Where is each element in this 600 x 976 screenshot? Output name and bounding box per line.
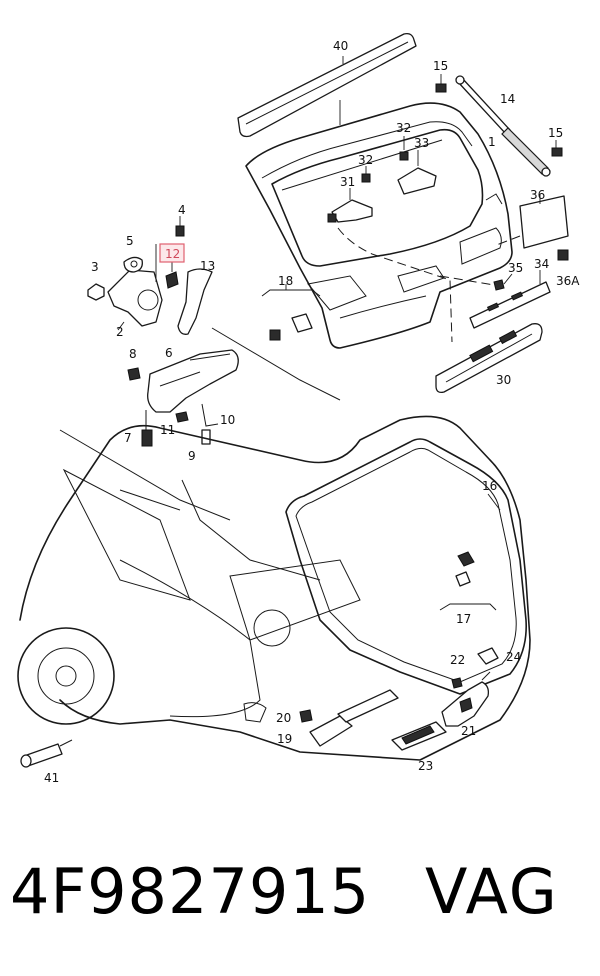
tool-41 [20,739,73,768]
callout-35: 35 [508,261,523,275]
plate-23 [391,721,447,751]
bolt-4 [175,216,185,237]
bracket-24 [477,647,499,665]
clip-22 [451,677,463,689]
clip-8 [127,367,141,381]
seal-16 [285,438,527,695]
clip-20 [299,709,313,723]
lock-mechanism-21 [441,671,491,727]
clip-32b [361,166,371,183]
callout-7: 7 [124,431,132,445]
cover-13 [177,268,213,335]
callout-12-highlight-box [159,243,185,263]
callout-24: 24 [506,650,521,664]
callout-21: 21 [461,724,476,738]
parts-diagram: 40 15 14 15 1 32 33 32 31 36 35 34 36A 3… [17,32,580,785]
callout-22: 22 [450,653,465,667]
nut-3 [87,283,105,301]
bolt-7 [141,429,153,447]
callout-31: 31 [340,175,355,189]
callout-1: 1 [488,135,496,149]
handle-30 [435,323,543,394]
ball-stud-lower [551,140,563,157]
callout-20: 20 [276,711,291,725]
washer-5 [123,256,143,273]
callout-15-top: 15 [433,59,448,73]
license-plate-36 [519,194,569,249]
callout-34: 34 [534,257,549,271]
brand-label: VAG [425,855,559,928]
footer: 4F9827915 VAG [0,845,600,955]
screw-11 [175,411,189,423]
callout-33: 33 [414,136,429,150]
bolt-36a [557,249,569,261]
callout-11: 11 [160,423,175,437]
callout-5: 5 [126,234,134,248]
striker-19 [309,689,399,747]
bracket-10 [201,403,219,427]
hinge-2 [107,269,163,331]
clip-32a [399,136,409,161]
callout-4: 4 [178,203,186,217]
tailgate-outline [245,102,513,349]
callout-23: 23 [418,759,433,773]
callout-40: 40 [333,39,348,53]
screw-35 [493,273,513,291]
callout-13: 13 [200,259,215,273]
callout-19: 19 [277,732,292,746]
callout-2: 2 [116,325,124,339]
callout-32-upper: 32 [396,121,411,135]
bracket-31 [327,188,373,223]
callout-6: 6 [165,346,173,360]
callout-16: 16 [482,479,497,493]
car-body [17,327,531,761]
gas-strut [455,75,551,177]
callout-15-right: 15 [548,126,563,140]
bolts-17 [439,551,497,611]
ball-stud-upper [435,74,447,93]
callout-30: 30 [496,373,511,387]
callout-36: 36 [530,188,545,202]
callout-17: 17 [456,612,471,626]
callout-9: 9 [188,449,196,463]
bracket-33 [397,150,437,195]
callout-3: 3 [91,260,99,274]
rear-spoiler [237,32,417,138]
bolt-9 [201,429,211,445]
strip-34 [469,270,551,329]
part-number: 4F9827915 [10,855,371,928]
callout-12: 12 [165,247,180,261]
callout-41: 41 [44,771,59,785]
callout-32-lower: 32 [358,153,373,167]
lock-actuator-6 [145,349,239,434]
screws-18 [261,284,321,341]
callout-18: 18 [278,274,293,288]
callout-10: 10 [220,413,235,427]
callout-36a: 36A [556,274,580,288]
part-12-highlighted [165,262,179,289]
callout-14: 14 [500,92,515,106]
callout-8: 8 [129,347,137,361]
